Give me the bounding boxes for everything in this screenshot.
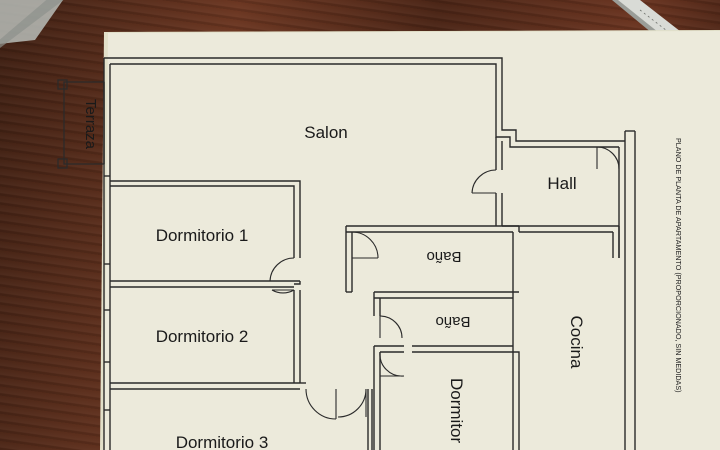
ruler-left bbox=[0, 0, 64, 48]
label-dormitorio-4: Dormitor bbox=[447, 378, 466, 444]
label-dormitorio-2: Dormitorio 2 bbox=[156, 327, 249, 346]
label-dormitorio-1: Dormitorio 1 bbox=[156, 226, 249, 245]
bath-walls bbox=[345, 225, 520, 450]
label-hall: Hall bbox=[547, 174, 576, 193]
label-dormitorio-3: Dormitorio 3 bbox=[176, 433, 269, 450]
plan-caption: PLANO DE PLANTA DE APARTAMENTO (PROPORCI… bbox=[674, 138, 683, 393]
label-bano-2: Baño bbox=[435, 313, 470, 330]
bath-doors bbox=[351, 231, 405, 377]
bedroom-doors bbox=[269, 257, 367, 420]
paper-sheet bbox=[100, 30, 720, 450]
label-bano-1: Baño bbox=[426, 248, 461, 265]
label-terraza: Terraza bbox=[82, 99, 99, 150]
hall-walls bbox=[471, 137, 620, 258]
label-cocina: Cocina bbox=[567, 316, 586, 369]
bedroom-walls bbox=[110, 180, 306, 390]
terrace bbox=[57, 79, 105, 169]
windows bbox=[104, 175, 110, 411]
room-labels: Salon Terraza Hall Dormitorio 1 Dormitor… bbox=[82, 99, 683, 450]
label-salon: Salon bbox=[304, 123, 347, 142]
